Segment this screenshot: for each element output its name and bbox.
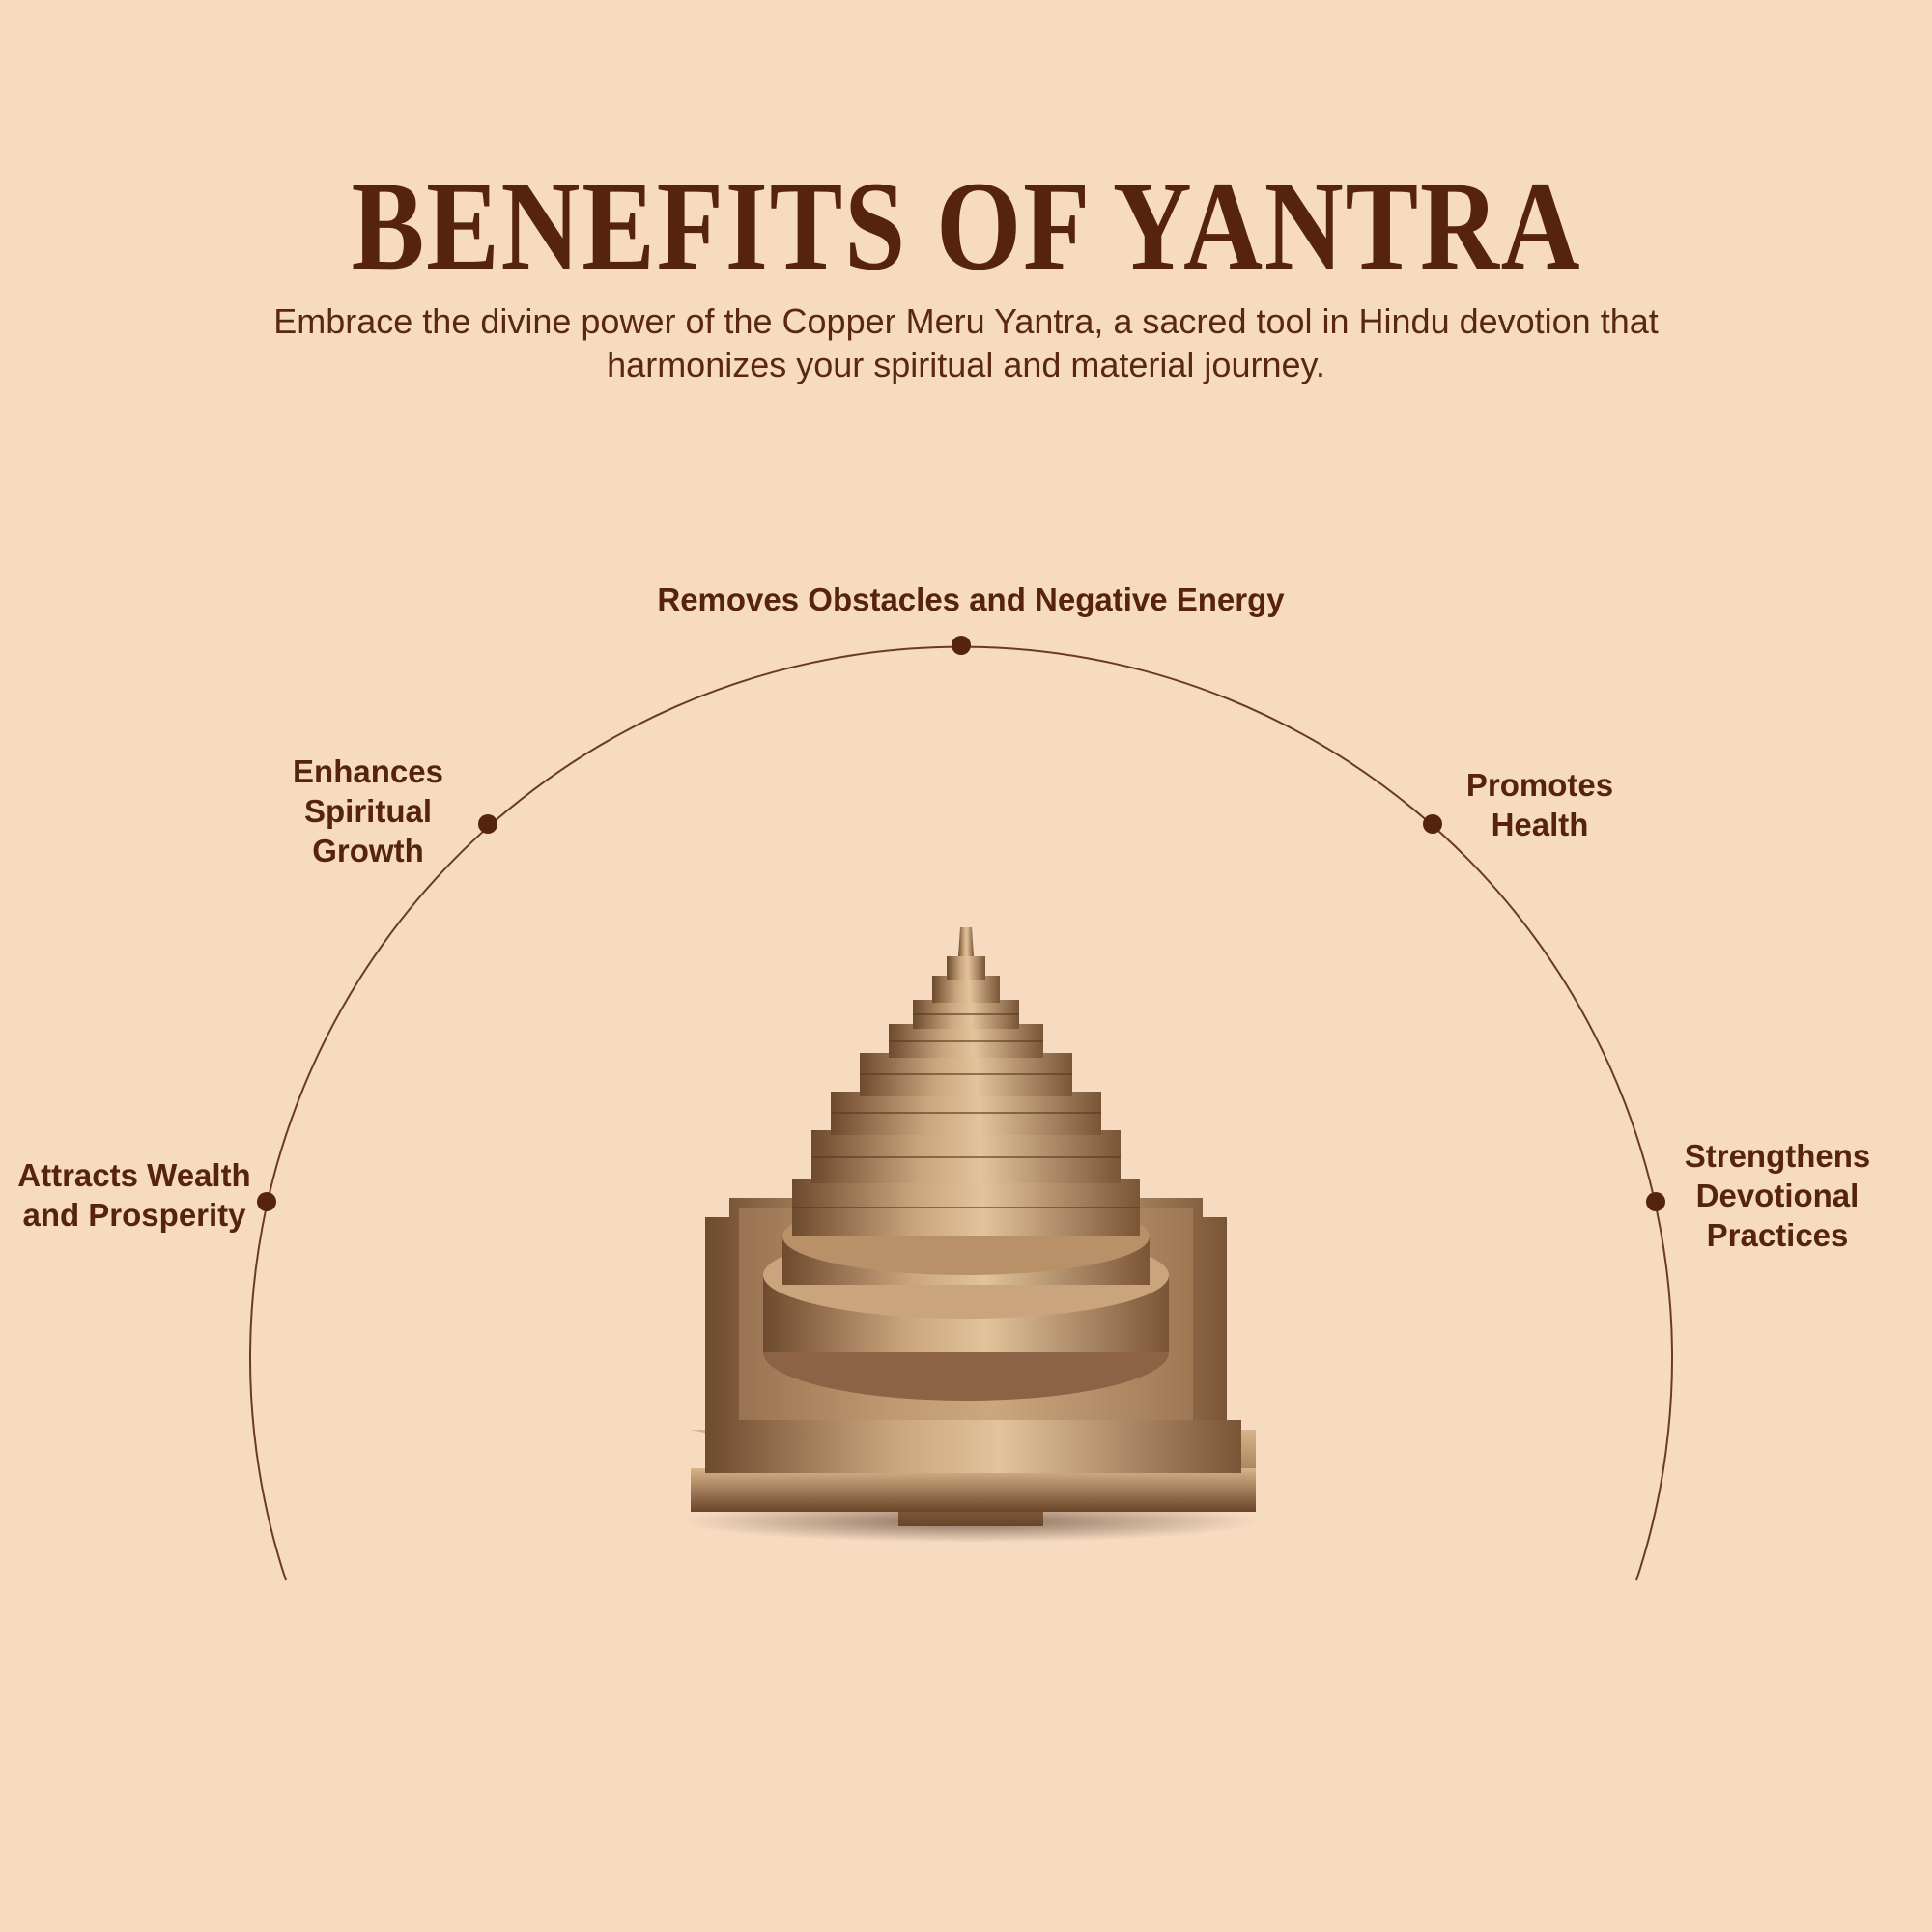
page-title: BENEFITS OF YANTRA — [351, 155, 1581, 297]
benefit-label-obstacles: Removes Obstacles and Negative Energy — [657, 582, 1285, 617]
benefit-dot-spiritual — [478, 814, 497, 834]
benefit-dot-obstacles — [952, 636, 971, 655]
page-subtitle: Embrace the divine power of the Copper M… — [273, 301, 1659, 384]
benefit-label-health: Promotes Health — [1465, 767, 1614, 842]
benefit-dot-wealth — [257, 1192, 276, 1211]
benefit-label-spiritual: Enhances Spiritual Growth — [293, 753, 443, 868]
benefit-dot-health — [1423, 814, 1442, 834]
copper-meru-yantra-image — [681, 927, 1261, 1543]
benefit-label-devotional: Strengthens Devotional Practices — [1684, 1138, 1871, 1253]
benefit-dot-devotional — [1646, 1192, 1665, 1211]
benefit-label-wealth: Attracts Wealth and Prosperity — [17, 1157, 251, 1233]
